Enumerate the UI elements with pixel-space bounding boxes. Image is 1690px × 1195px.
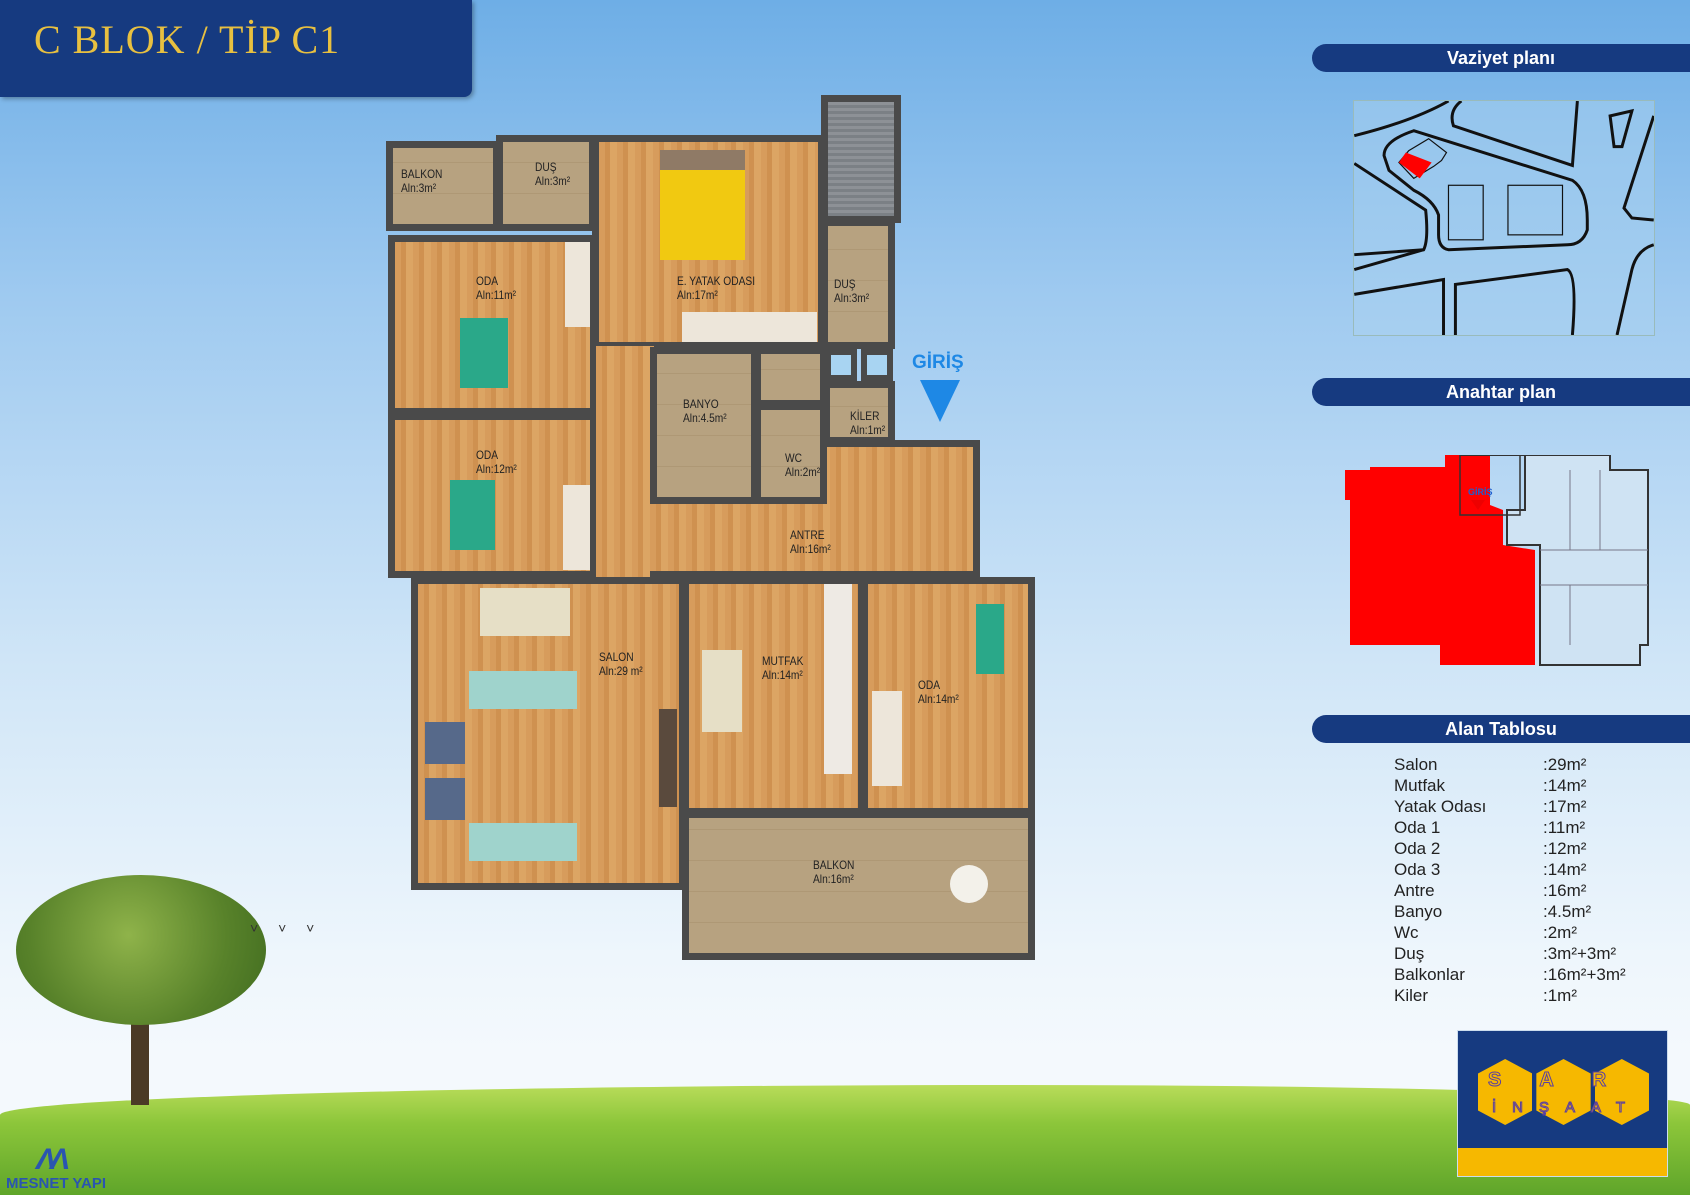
area-label: Mutfak: [1394, 776, 1446, 795]
sofa-salon-top: [469, 671, 577, 709]
corridor: [596, 346, 654, 578]
mesnet-m-icon: ΛΛ: [36, 1143, 70, 1176]
stair-void: [821, 95, 901, 223]
armchair-2: [425, 778, 465, 820]
area-table-row: Salon :29m²: [1394, 755, 1654, 776]
entrance-label: GİRİŞ: [912, 352, 964, 373]
area-value: :14m²: [1543, 860, 1587, 879]
bed-oda-1: [460, 318, 508, 388]
room-wc: [754, 403, 827, 504]
birds-icon: ˅ ˅ ˅: [250, 920, 323, 936]
balcony-table: [950, 865, 988, 903]
shaft-2: [861, 349, 893, 381]
sar-insaat-logo: SAR İNŞAAT: [1457, 1030, 1668, 1177]
tree-illustration: [16, 875, 266, 1115]
site-plan-highlight: [1398, 152, 1432, 179]
room-dus-right: [821, 219, 895, 349]
kitchen-counter: [824, 584, 852, 774]
area-value: :11m²: [1543, 818, 1586, 837]
room-balkon-small: [386, 141, 500, 231]
area-table-row: Antre :16m²: [1394, 881, 1654, 902]
area-label: Antre: [1394, 881, 1435, 900]
room-banyo: [650, 347, 758, 504]
page-title: C BLOK / TİP C1: [34, 17, 341, 62]
grass-background: [0, 1085, 1690, 1195]
dining-table-salon: [480, 588, 570, 636]
wardrobe-oda-2: [563, 485, 590, 570]
area-value: :3m²+3m²: [1543, 944, 1617, 963]
area-table-row: Yatak Odası :17m²: [1394, 797, 1654, 818]
bed-master: [660, 150, 745, 260]
area-label: Banyo: [1394, 902, 1443, 921]
area-table-row: Wc :2m²: [1394, 923, 1654, 944]
area-value: :12m²: [1543, 839, 1587, 858]
area-value: :1m²: [1543, 986, 1577, 1005]
area-label: Oda 2: [1394, 839, 1441, 858]
room-balkon-big: [682, 811, 1035, 960]
key-plan-diagram: GİRİŞ: [1345, 455, 1649, 666]
bed-oda-3: [976, 604, 1004, 674]
title-banner: C BLOK / TİP C1: [0, 0, 472, 97]
wardrobe-oda-3: [872, 691, 902, 786]
area-value: :17m²: [1543, 797, 1587, 816]
dining-table-mutfak: [702, 650, 742, 732]
site-plan-header: Vaziyet planı: [1312, 44, 1690, 72]
area-table-row: Duş :3m²+3m²: [1394, 944, 1654, 965]
wardrobe-oda-1: [565, 242, 590, 327]
area-value: :16m²: [1543, 881, 1587, 900]
area-value: :14m²: [1543, 776, 1587, 795]
armchair-1: [425, 722, 465, 764]
area-label: Salon: [1394, 755, 1438, 774]
area-value: :29m²: [1543, 755, 1587, 774]
area-value: :16m²+3m²: [1543, 965, 1626, 984]
mesnet-yapi-logo: ΛΛ MESNET YAPI: [6, 1143, 107, 1192]
room-oda-2: [388, 413, 597, 578]
sofa-salon-bottom: [469, 823, 577, 861]
key-plan-entrance-label: GİRİŞ: [1468, 487, 1493, 497]
area-label: Kiler: [1394, 986, 1429, 1005]
area-table-row: Oda 2 :12m²: [1394, 839, 1654, 860]
shaft-1: [825, 349, 857, 381]
tv-unit: [659, 709, 677, 807]
room-kiler: [823, 381, 895, 444]
area-label: Yatak Odası: [1394, 797, 1487, 816]
area-table-row: Balkonlar :16m²+3m²: [1394, 965, 1654, 986]
bed-oda-2: [450, 480, 495, 550]
area-label: Balkonlar: [1394, 965, 1465, 984]
area-value: :2m²: [1543, 923, 1577, 942]
room-wc-anteroom: [754, 347, 827, 407]
entrance-arrow-icon: [1471, 500, 1485, 510]
area-table-row: Banyo :4.5m²: [1394, 902, 1654, 923]
area-table-row: Oda 3 :14m²: [1394, 860, 1654, 881]
area-label: Oda 1: [1394, 818, 1441, 837]
area-table-row: Kiler :1m²: [1394, 986, 1654, 1007]
site-plan-map: [1353, 100, 1655, 336]
room-dus-top: [496, 135, 596, 231]
area-label: Duş: [1394, 944, 1425, 963]
area-label: Wc: [1394, 923, 1419, 942]
area-table-header: Alan Tablosu: [1312, 715, 1690, 743]
area-table-row: Oda 1 :11m²: [1394, 818, 1654, 839]
area-label: Oda 3: [1394, 860, 1441, 879]
bench-master: [682, 312, 817, 342]
entrance-arrow-icon: [920, 380, 960, 422]
area-table-row: Mutfak :14m²: [1394, 776, 1654, 797]
key-plan-highlight: [1345, 455, 1535, 665]
key-plan-header: Anahtar plan: [1312, 378, 1690, 406]
area-value: :4.5m²: [1543, 902, 1592, 921]
